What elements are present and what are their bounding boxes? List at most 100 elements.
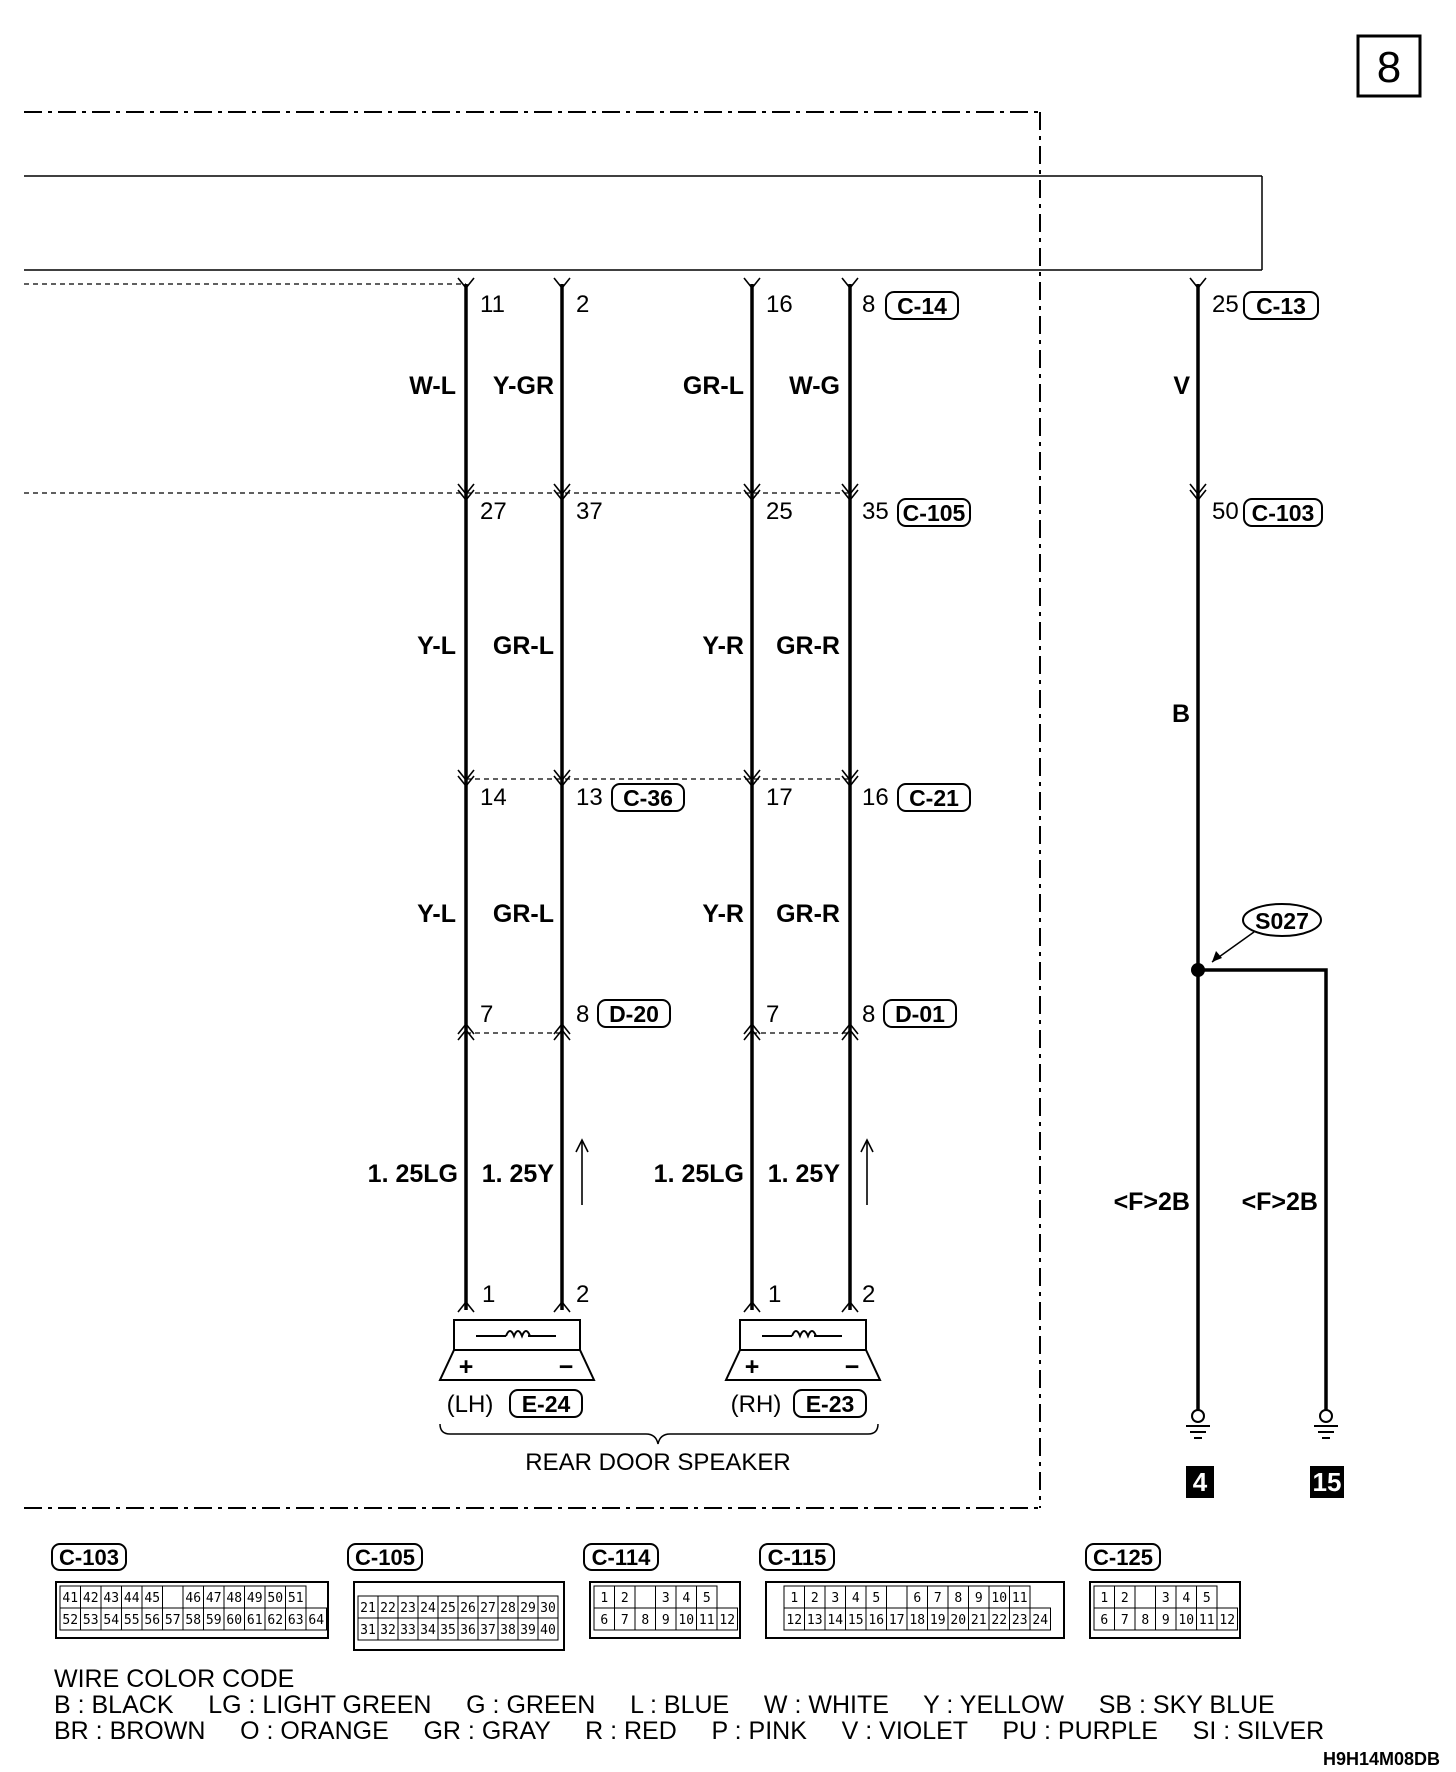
connector-id: C-36	[623, 785, 673, 811]
connector-pin-cell	[634, 1585, 656, 1609]
connector-pin-number: 11	[1199, 1613, 1215, 1628]
wire-color: GR-L	[683, 372, 744, 400]
connector-pin-number: 25	[440, 1601, 456, 1616]
pin-number: 2	[862, 1281, 875, 1308]
connector-pin-number: 6	[1100, 1613, 1108, 1628]
connector-pin-number: 6	[600, 1613, 608, 1628]
connector-pin-number: 49	[247, 1591, 263, 1606]
connector-pin-number: 43	[103, 1591, 119, 1606]
connector-id: E-23	[806, 1391, 855, 1417]
connector-pin-number: 47	[206, 1591, 222, 1606]
connector-pin-number: 8	[641, 1613, 649, 1628]
page-number: 8	[1377, 43, 1401, 92]
connector-pin-number: 10	[678, 1613, 694, 1628]
connector-pin-number: 62	[267, 1613, 283, 1628]
connector-face-label: C-103	[59, 1545, 119, 1570]
connector-pin-number: 52	[62, 1613, 78, 1628]
pin-number: 14	[480, 784, 507, 811]
pin-number: 2	[576, 1281, 589, 1308]
wire-lines	[464, 284, 1328, 1410]
connector-pin-number: 53	[83, 1613, 99, 1628]
connector-pin-number: 61	[247, 1613, 263, 1628]
pin-number: 8	[576, 1001, 589, 1028]
connector-pin-number: 7	[1121, 1613, 1129, 1628]
connector-pin-number: 4	[852, 1591, 860, 1606]
wire-color: GR-L	[493, 632, 554, 660]
connector-pin-number: 50	[267, 1591, 283, 1606]
splice-arrowhead	[1212, 951, 1222, 962]
pin-number: 25	[1212, 291, 1239, 318]
connector-pin-number: 2	[1121, 1591, 1129, 1606]
connector-marks	[457, 277, 1207, 1313]
ground-icon	[1186, 1409, 1210, 1439]
connector-pin-number: 34	[420, 1623, 436, 1638]
page-number-box	[1356, 34, 1422, 98]
connector-pin-number: 3	[662, 1591, 670, 1606]
pin-number: 27	[480, 498, 507, 525]
pin-number: 16	[766, 291, 793, 318]
connector-pin-number: 31	[360, 1623, 376, 1638]
pin-number: 1	[768, 1281, 781, 1308]
connector-pin-number: 7	[934, 1591, 942, 1606]
wire-color: Y-L	[417, 632, 456, 660]
connector-pin-number: 58	[185, 1613, 201, 1628]
connector-pin-number: 42	[83, 1591, 99, 1606]
connector-id: D-01	[895, 1001, 945, 1027]
wire-color: Y-R	[702, 632, 744, 660]
pin-number: 1	[482, 1281, 495, 1308]
connector-pin-number: 14	[827, 1613, 843, 1628]
connector-pin-number: 12	[786, 1613, 802, 1628]
diagram-code: H9H14M08DB	[1323, 1749, 1440, 1769]
connector-face-label: C-115	[768, 1545, 827, 1570]
connector-pin-number: 64	[308, 1613, 324, 1628]
pin-number: 8	[862, 1001, 875, 1028]
wire-color: B	[1172, 700, 1190, 728]
wire-size: 1. 25Y	[482, 1160, 555, 1188]
connector-pin-number: 18	[909, 1613, 925, 1628]
speaker-minus-rh: −	[845, 1353, 860, 1381]
ground-number: 15	[1313, 1467, 1342, 1497]
connector-id: C-103	[1252, 500, 1315, 526]
connector-pin-number: 19	[930, 1613, 946, 1628]
connector-pin-number: 21	[971, 1613, 987, 1628]
wire-color: GR-R	[776, 900, 840, 928]
connector-pin-number: 4	[682, 1591, 690, 1606]
speaker-side-label: (RH)	[731, 1391, 782, 1418]
connector-pin-number: 10	[991, 1591, 1007, 1606]
speaker-plus-rh: +	[745, 1353, 760, 1381]
connector-pin-number: 9	[662, 1613, 670, 1628]
pin-number: 2	[576, 291, 589, 318]
wire-color: Y-R	[702, 900, 744, 928]
connector-pin-number: 12	[1219, 1613, 1235, 1628]
connector-pin-number: 54	[103, 1613, 119, 1628]
connector-pin-number: 51	[288, 1591, 304, 1606]
connector-pin-number: 63	[288, 1613, 304, 1628]
connector-pin-number: 36	[460, 1623, 476, 1638]
wire-size: 1. 25LG	[368, 1160, 458, 1188]
pin-number: 8	[862, 291, 875, 318]
signal-arrow	[575, 1138, 874, 1205]
pin-number: 13	[576, 784, 603, 811]
connector-pin-number: 8	[1141, 1613, 1149, 1628]
connector-pin-number: 15	[848, 1613, 864, 1628]
connector-face-labels	[51, 1543, 1161, 1571]
connector-pin-number: 33	[400, 1623, 416, 1638]
connector-pin-number: 2	[811, 1591, 819, 1606]
connector-pin-number: 11	[699, 1613, 715, 1628]
connector-pin-number: 45	[144, 1591, 160, 1606]
connector-pin-number: 12	[719, 1613, 735, 1628]
control-unit-box	[24, 175, 1263, 271]
connector-pin-number: 1	[1100, 1591, 1108, 1606]
pin-number: 37	[576, 498, 603, 525]
connector-face-label: C-105	[355, 1545, 415, 1570]
connector-pin-number: 10	[1178, 1613, 1194, 1628]
connector-pin-number: 5	[1203, 1591, 1211, 1606]
connector-pin-number: 44	[124, 1591, 140, 1606]
wire-color: GR-L	[493, 900, 554, 928]
pin-number: 25	[766, 498, 793, 525]
connector-pin-number: 9	[975, 1591, 983, 1606]
wire-size: 1. 25Y	[768, 1160, 841, 1188]
pin-number: 35	[862, 498, 889, 525]
connector-pin-number: 13	[807, 1613, 823, 1628]
splice-label: S027	[1255, 908, 1309, 934]
